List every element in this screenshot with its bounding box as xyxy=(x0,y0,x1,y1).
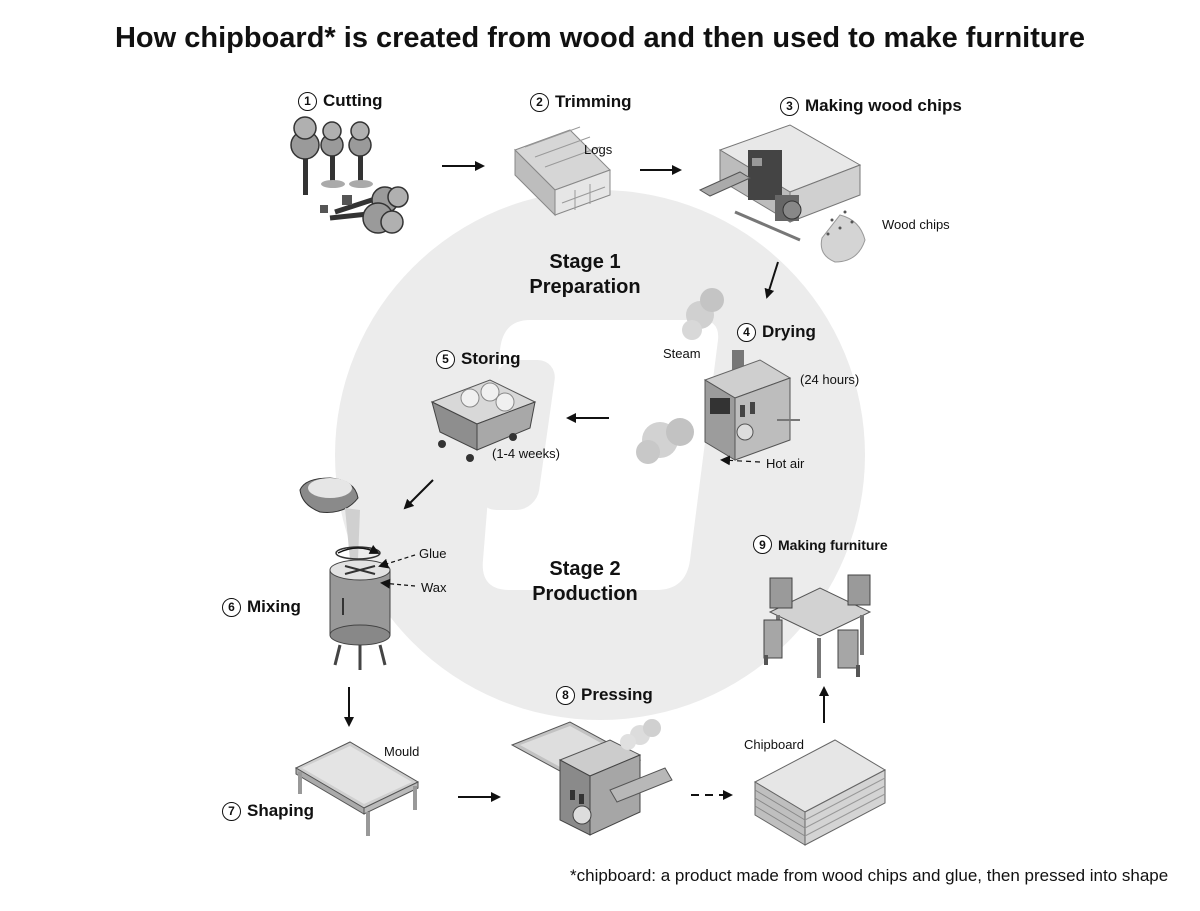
storage-cart-illustration xyxy=(430,379,537,462)
chipboard-stack-illustration xyxy=(753,739,887,846)
step-drying: 4 Drying xyxy=(737,322,816,342)
step-number-badge: 3 xyxy=(780,96,799,116)
background-circle xyxy=(335,190,865,720)
step-making-furniture: 9 Making furniture xyxy=(753,535,888,554)
stage-1-line1: Stage 1 xyxy=(549,251,621,273)
footnote: *chipboard: a product made from wood chi… xyxy=(570,866,1169,885)
step-number-badge: 4 xyxy=(737,322,756,342)
step-label: Drying xyxy=(762,322,816,341)
wood-chips-label: Wood chips xyxy=(882,217,950,232)
step-storing: 5 Storing xyxy=(436,349,521,369)
step-number-badge: 6 xyxy=(222,597,241,617)
wax-label: Wax xyxy=(421,580,447,595)
chipboard-label: Chipboard xyxy=(744,737,804,752)
step-label: Cutting xyxy=(323,91,383,110)
flow-arrows xyxy=(344,161,829,802)
drying-time-label: (24 hours) xyxy=(800,372,860,387)
hot-air-label: Hot air xyxy=(766,456,805,471)
furniture-illustration xyxy=(763,574,872,678)
stage-2-line1: Stage 2 xyxy=(549,558,621,580)
step-mixing: 6 Mixing xyxy=(222,597,301,617)
step-label: Pressing xyxy=(581,685,653,704)
step-label: Making furniture xyxy=(778,536,888,553)
step-label: Making wood chips xyxy=(805,96,962,115)
step-number-badge: 5 xyxy=(436,349,455,369)
steam-label: Steam xyxy=(663,346,701,361)
step-cutting: 1 Cutting xyxy=(298,91,382,111)
step-label: Storing xyxy=(461,349,521,368)
glue-label: Glue xyxy=(419,546,447,561)
step-making-wood-chips: 3 Making wood chips xyxy=(780,96,962,116)
stage-1-label: Stage 1 Preparation xyxy=(485,250,685,300)
step-trimming: 2 Trimming xyxy=(530,92,632,112)
step-number-badge: 2 xyxy=(530,92,549,112)
page-title: How chipboard* is created from wood and … xyxy=(114,22,1085,54)
mould-illustration xyxy=(294,741,420,836)
step-number-badge: 9 xyxy=(753,535,772,554)
step-number-badge: 1 xyxy=(298,91,317,111)
storing-time-label: (1-4 weeks) xyxy=(492,446,560,461)
step-pressing: 8 Pressing xyxy=(556,685,653,705)
step-number-badge: 8 xyxy=(556,685,575,705)
press-illustration xyxy=(510,719,673,836)
step-shaping: 7 Shaping xyxy=(222,801,314,821)
logs-illustration xyxy=(514,126,611,217)
step-label: Mixing xyxy=(247,597,301,616)
mixing-tank-illustration xyxy=(299,477,391,670)
mould-label: Mould xyxy=(384,744,420,759)
wood-chipper-illustration xyxy=(698,124,866,263)
annotation-pointers xyxy=(337,455,761,589)
step-number-badge: 7 xyxy=(222,801,241,821)
stage-2-label: Stage 2 Production xyxy=(485,557,685,607)
dryer-illustration xyxy=(636,288,800,464)
step-label: Trimming xyxy=(555,92,632,111)
stage-2-line2: Production xyxy=(532,583,638,605)
trees-illustration xyxy=(290,116,409,234)
logs-label: Logs xyxy=(584,142,613,157)
stage-1-line2: Preparation xyxy=(529,276,641,298)
step-label: Shaping xyxy=(247,801,315,820)
